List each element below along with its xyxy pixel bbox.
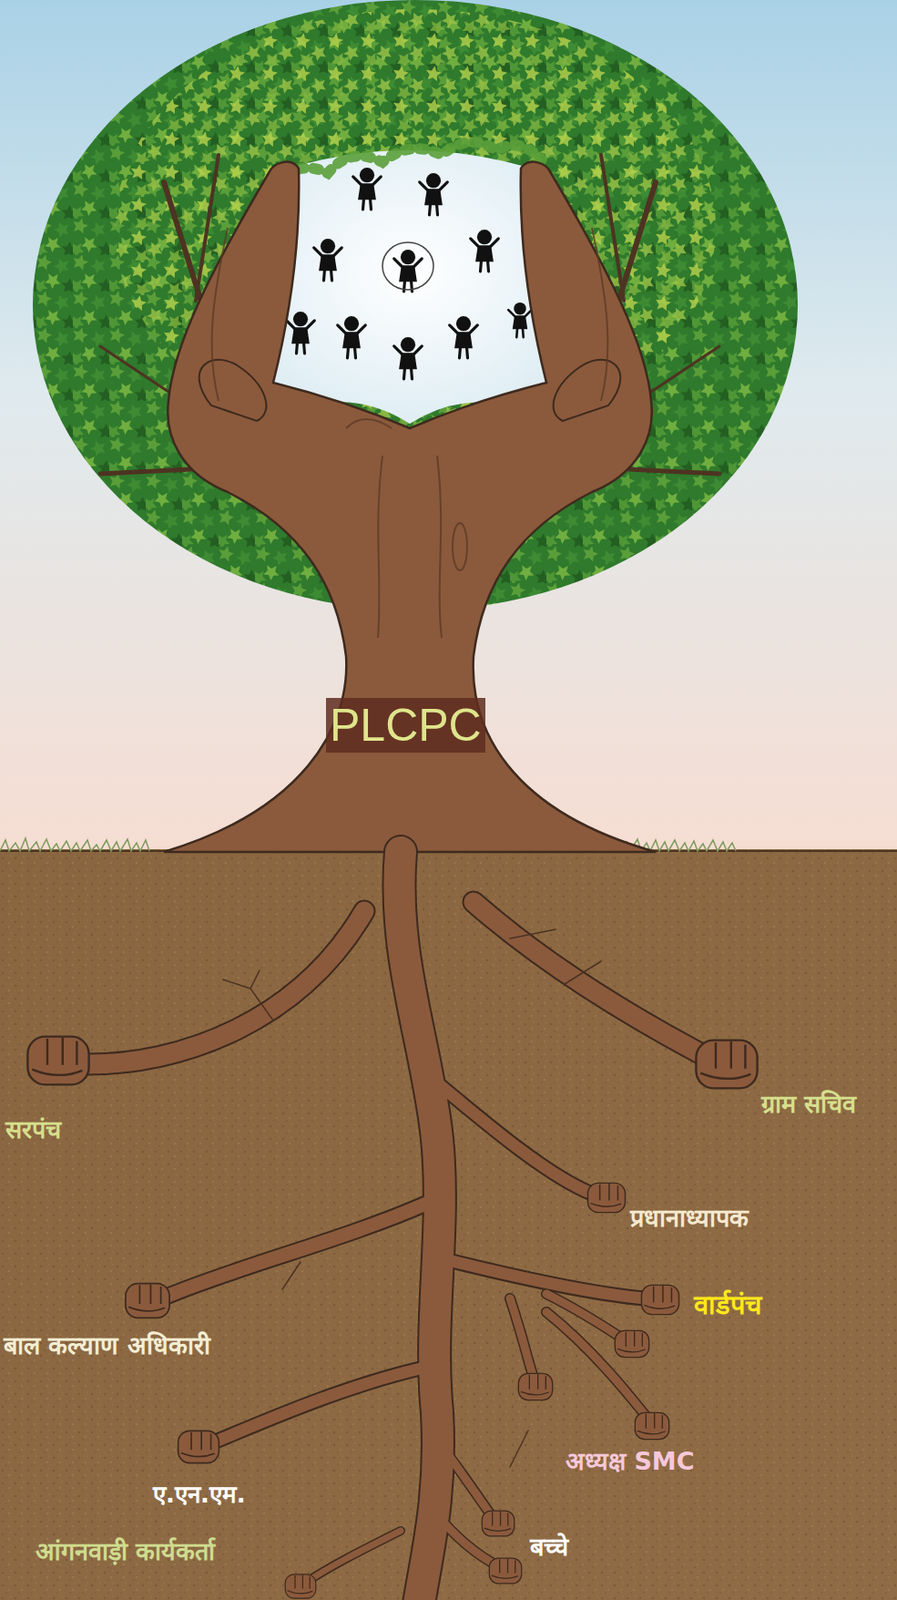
root-label: बाल कल्याण अधिकारी [3, 1329, 211, 1361]
root-label: सरपंच [5, 1113, 62, 1145]
root-label: आंगनवाड़ी कार्यकर्ता [35, 1535, 215, 1567]
root-label: ग्राम सचिव [761, 1088, 857, 1120]
root-label: अध्यक्ष SMC [565, 1445, 695, 1477]
trunk-title: PLCPC [329, 696, 482, 755]
root-label: प्रधानाध्यापक [630, 1202, 749, 1234]
root-label: बच्चे [530, 1530, 569, 1562]
root-label: वार्डपंच [693, 1287, 762, 1321]
root-label: ए.एन.एम. [152, 1478, 246, 1509]
